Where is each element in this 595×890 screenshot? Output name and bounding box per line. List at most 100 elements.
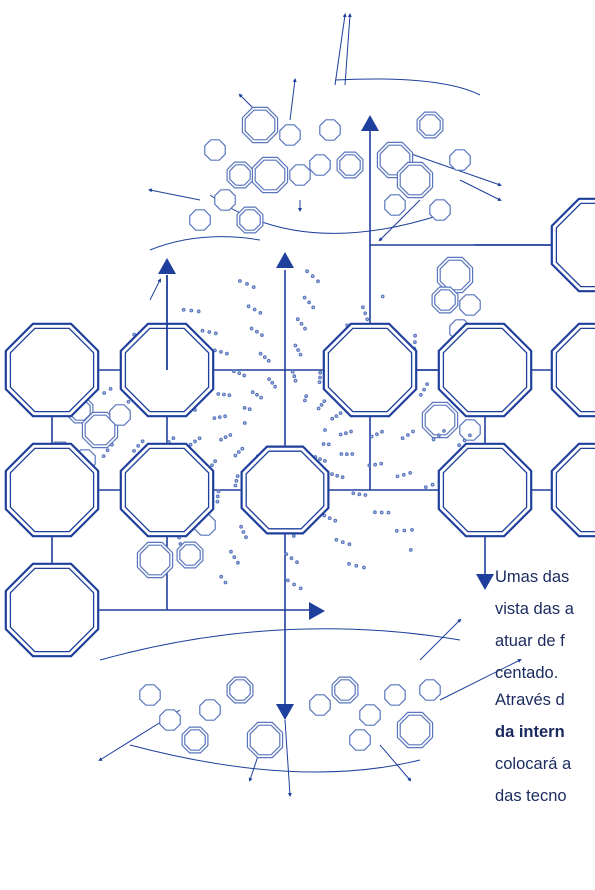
texture-dot bbox=[105, 448, 110, 453]
texture-dot bbox=[228, 433, 233, 437]
paragraph-1-line-4: centado. bbox=[495, 664, 559, 682]
fine-radial-line bbox=[379, 744, 412, 782]
arc-line bbox=[129, 744, 421, 773]
texture-dot bbox=[246, 304, 251, 309]
texture-dot bbox=[379, 510, 384, 515]
texture-dot bbox=[291, 534, 296, 538]
texture-dot bbox=[229, 549, 233, 554]
texture-dot bbox=[338, 411, 343, 416]
texture-dot bbox=[242, 421, 247, 425]
small-octagon-node bbox=[396, 711, 434, 749]
texture-dot bbox=[213, 331, 218, 336]
texture-dot bbox=[188, 442, 193, 447]
texture-dot bbox=[299, 321, 304, 326]
texture-dot bbox=[335, 473, 340, 478]
texture-dot bbox=[419, 393, 423, 397]
small-octagon-node bbox=[136, 541, 174, 579]
texture-dot bbox=[240, 446, 245, 451]
right-arrow-icon bbox=[309, 602, 325, 620]
texture-dot bbox=[423, 485, 428, 490]
texture-dot bbox=[350, 452, 355, 456]
texture-dot bbox=[241, 530, 246, 534]
texture-dot bbox=[132, 332, 137, 337]
texture-dot bbox=[319, 403, 324, 407]
texture-dot bbox=[373, 510, 377, 515]
texture-dot bbox=[362, 565, 366, 570]
fine-radial-line bbox=[148, 188, 201, 201]
texture-dot bbox=[340, 475, 345, 480]
texture-dot bbox=[318, 457, 322, 462]
texture-dot bbox=[270, 380, 275, 385]
texture-dot bbox=[247, 407, 252, 412]
texture-dot bbox=[255, 392, 259, 397]
texture-dot bbox=[468, 433, 472, 438]
texture-dot bbox=[132, 449, 136, 453]
texture-dot bbox=[292, 582, 297, 587]
texture-dot bbox=[295, 560, 299, 565]
texture-dot bbox=[363, 311, 368, 316]
texture-dot bbox=[316, 279, 320, 284]
texture-dot bbox=[326, 442, 331, 447]
large-octagon-node bbox=[322, 322, 418, 418]
texture-dot bbox=[221, 392, 226, 397]
arc-line bbox=[99, 628, 461, 661]
large-octagon-node bbox=[550, 197, 595, 293]
small-octagon-node bbox=[246, 721, 284, 759]
small-octagon-node bbox=[336, 151, 364, 179]
small-octagon-node bbox=[384, 194, 406, 216]
texture-dot bbox=[310, 274, 315, 279]
down-arrow-icon bbox=[476, 574, 494, 590]
texture-dot bbox=[295, 317, 300, 322]
small-octagon-node bbox=[421, 401, 459, 439]
texture-dot bbox=[216, 392, 221, 396]
texture-dot bbox=[327, 516, 332, 521]
texture-dot bbox=[260, 333, 264, 338]
texture-dot bbox=[330, 472, 334, 477]
texture-dot bbox=[303, 398, 307, 403]
paragraph-1-line-2: vista das a bbox=[495, 600, 574, 618]
texture-dot bbox=[292, 374, 297, 379]
fine-radial-line bbox=[149, 278, 161, 301]
texture-dot bbox=[258, 311, 263, 315]
texture-dot bbox=[219, 350, 223, 354]
texture-dot bbox=[307, 300, 312, 305]
small-octagon-node bbox=[189, 209, 211, 231]
texture-dot bbox=[136, 444, 141, 448]
texture-dot bbox=[323, 428, 327, 432]
texture-dot bbox=[386, 510, 391, 515]
direction-arrows bbox=[158, 13, 494, 797]
texture-dot bbox=[273, 384, 278, 389]
texture-dot bbox=[244, 535, 248, 540]
texture-dot bbox=[361, 305, 365, 310]
texture-dot bbox=[367, 463, 372, 468]
texture-dot bbox=[231, 369, 236, 374]
texture-dot bbox=[215, 499, 220, 504]
texture-dot bbox=[126, 399, 131, 404]
texture-dot bbox=[318, 375, 322, 380]
small-octagon-node bbox=[159, 709, 181, 731]
small-octagon-node bbox=[251, 156, 289, 194]
texture-dot bbox=[289, 556, 294, 561]
paragraph-1-line-1: Umas das bbox=[495, 568, 570, 586]
texture-dot bbox=[302, 295, 307, 300]
up-arrow-icon bbox=[276, 252, 294, 268]
large-octagon-nodes bbox=[4, 197, 595, 658]
texture-dot bbox=[140, 439, 145, 444]
texture-dot bbox=[303, 326, 307, 331]
texture-dot bbox=[408, 548, 413, 552]
small-octagon-node bbox=[241, 106, 279, 144]
texture-dot bbox=[235, 474, 240, 479]
texture-dot bbox=[232, 555, 237, 560]
paragraph-2-line-2-bold: da intern bbox=[495, 723, 565, 741]
texture-dot bbox=[234, 478, 239, 483]
texture-dot bbox=[237, 279, 242, 283]
texture-dot bbox=[296, 348, 301, 352]
fine-radial-line bbox=[344, 13, 352, 86]
fine-radial-line bbox=[289, 78, 297, 121]
small-octagon-node bbox=[416, 111, 444, 139]
large-octagon-node bbox=[4, 562, 100, 658]
texture-dot bbox=[321, 442, 326, 446]
large-octagon-node bbox=[119, 442, 215, 538]
texture-dot bbox=[223, 580, 228, 585]
small-octagon-node bbox=[319, 119, 341, 141]
